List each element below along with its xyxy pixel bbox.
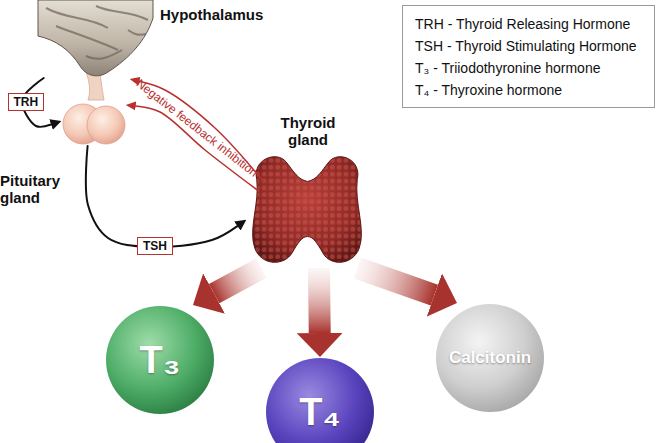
legend-entry: T₄ - Thyroxine hormone: [415, 79, 642, 101]
legend-entry: T₃ - Triiodothyronine hormone: [415, 57, 642, 79]
hormone-tag: TSH: [137, 237, 173, 255]
organ-label: Hypothalamus: [160, 6, 280, 23]
organ-label: Thyroid gland: [273, 114, 343, 148]
feedback-label: Negative feedback inhibition: [134, 76, 261, 179]
shape-outline: [38, 0, 153, 78]
pituitary-lobe: [87, 106, 125, 144]
legend-entry: TRH - Thyroid Releasing Hormone: [415, 13, 642, 35]
tissue-streaks: [46, 6, 148, 59]
circle-outline: [106, 306, 214, 414]
hypothalamus-illustration: Hypothalamus: [38, 0, 153, 78]
hormone-name: Calcitonin: [435, 303, 545, 413]
shape-outline: [247, 150, 367, 268]
hormone-name: T₄: [265, 357, 375, 443]
thyroid-outline: [253, 157, 362, 263]
secretion-arrow: [214, 268, 261, 294]
pituitary-illustration: Pituitary gland: [62, 96, 126, 146]
hormone-name: T₃: [105, 305, 215, 415]
legend-entry: TSH - Thyroid Stimulating Hormone: [415, 35, 642, 57]
hormone-circle: Calcitonin: [435, 303, 545, 413]
shape-outline: [62, 96, 126, 146]
thyroid-gland-shape: Thyroid gland: [247, 150, 367, 268]
brain-tissue: [38, 0, 153, 76]
hormone-tag: TRH: [8, 93, 45, 111]
thyroid-body: [253, 157, 362, 263]
secretion-arrow: [308, 268, 331, 333]
hormone-circle: T₃: [105, 305, 215, 415]
organ-label: Pituitary gland: [0, 172, 72, 206]
legend-box: TRH - Thyroid Releasing HormoneTSH - Thy…: [402, 5, 655, 108]
hormone-arrow: [86, 146, 238, 247]
secretion-arrow: [357, 268, 434, 295]
circle-outline: [436, 304, 544, 412]
thyroid-texture: [253, 157, 362, 263]
circle-outline: [266, 358, 374, 443]
hormone-circle: T₄: [265, 357, 375, 443]
